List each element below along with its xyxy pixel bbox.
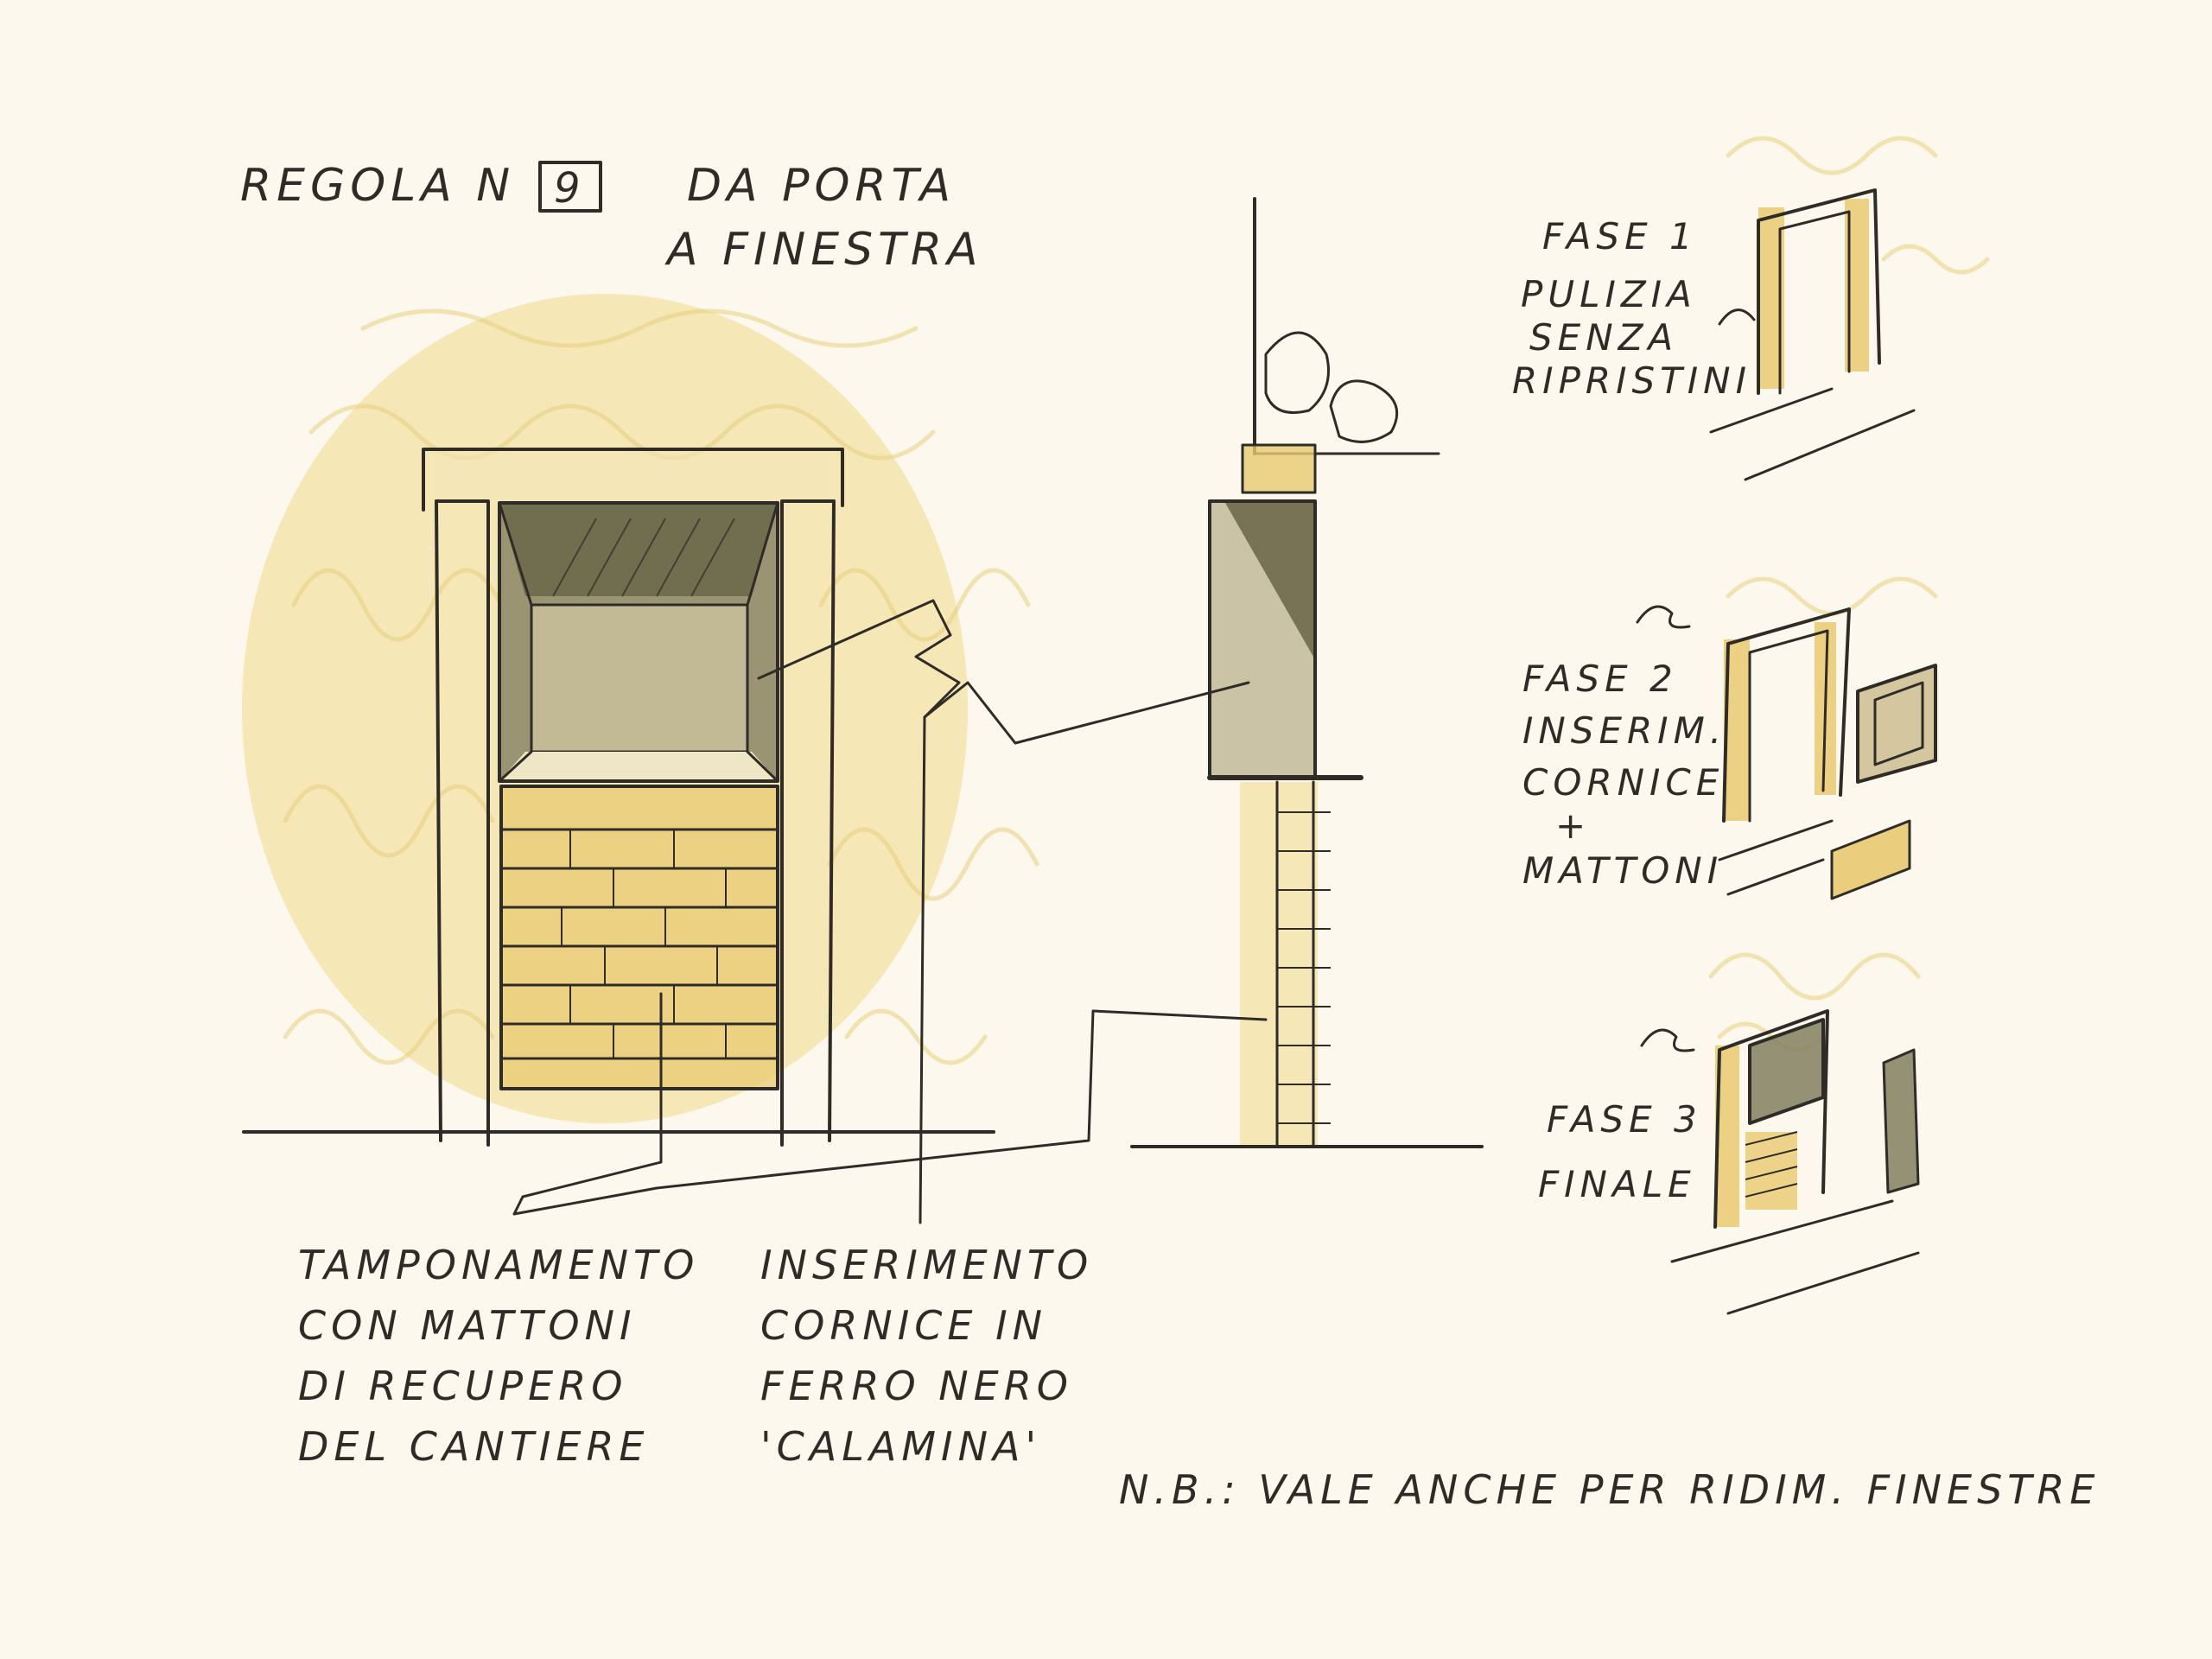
phase2-sketch: FASE 2 INSERIM. CORNICE + MATTONI (1522, 576, 1938, 900)
iron-frame (498, 501, 779, 783)
svg-text:RIPRISTINI: RIPRISTINI (1512, 359, 1751, 402)
svg-text:+: + (1555, 804, 1591, 847)
phase3-sketch: FASE 3 FINALE (1538, 952, 1921, 1315)
section-drawing (1130, 197, 1484, 1148)
svg-text:CORNICE IN: CORNICE IN (760, 1302, 1047, 1349)
stone-surround (422, 448, 844, 1147)
svg-text:'CALAMINA': 'CALAMINA' (760, 1423, 1041, 1470)
brick-infill (499, 785, 779, 1090)
svg-text:DEL CANTIERE: DEL CANTIERE (298, 1423, 650, 1470)
phase3-label: FASE 3 FINALE (1538, 1098, 1702, 1205)
title-prefix: REGOLA N (240, 160, 515, 212)
svg-text:CORNICE: CORNICE (1522, 761, 1724, 804)
svg-text:SENZA: SENZA (1529, 316, 1678, 359)
svg-text:INSERIM.: INSERIM. (1522, 709, 1726, 752)
svg-text:TAMPONAMENTO: TAMPONAMENTO (298, 1242, 699, 1288)
svg-text:INSERIMENTO: INSERIMENTO (760, 1242, 1093, 1288)
svg-text:PULIZIA: PULIZIA (1521, 273, 1697, 315)
leader-lines (512, 599, 1268, 1224)
elevation-drawing (242, 294, 1039, 1147)
svg-text:CON MATTONI: CON MATTONI (298, 1302, 637, 1349)
rule-number: 9 (554, 164, 586, 213)
phase2-label: FASE 2 INSERIM. CORNICE + MATTONI (1522, 658, 1726, 892)
note: N.B.: VALE ANCHE PER RIDIM. FINESTRE (1119, 1466, 2100, 1513)
title-line2: A FINESTRA (664, 224, 983, 276)
phase1-label: FASE 1 PULIZIA SENZA RIPRISTINI (1512, 215, 1751, 402)
phase1-sketch: FASE 1 PULIZIA SENZA RIPRISTINI (1512, 136, 1990, 481)
svg-text:FINALE: FINALE (1538, 1163, 1696, 1205)
title-suffix: DA PORTA (687, 160, 956, 212)
svg-text:FASE 1: FASE 1 (1542, 215, 1698, 257)
svg-text:FERRO NERO: FERRO NERO (760, 1363, 1073, 1409)
title-block: REGOLA N 9 DA PORTA A FINESTRA (240, 160, 983, 276)
infill-annotation: TAMPONAMENTO CON MATTONI DI RECUPERO DEL… (298, 1242, 699, 1470)
frame-annotation: INSERIMENTO CORNICE IN FERRO NERO 'CALAM… (760, 1242, 1093, 1470)
svg-text:MATTONI: MATTONI (1522, 849, 1723, 892)
rule-number-box (538, 161, 602, 213)
svg-text:DI RECUPERO: DI RECUPERO (298, 1363, 627, 1409)
svg-text:FASE 3: FASE 3 (1547, 1098, 1702, 1141)
svg-text:FASE 2: FASE 2 (1522, 658, 1678, 700)
